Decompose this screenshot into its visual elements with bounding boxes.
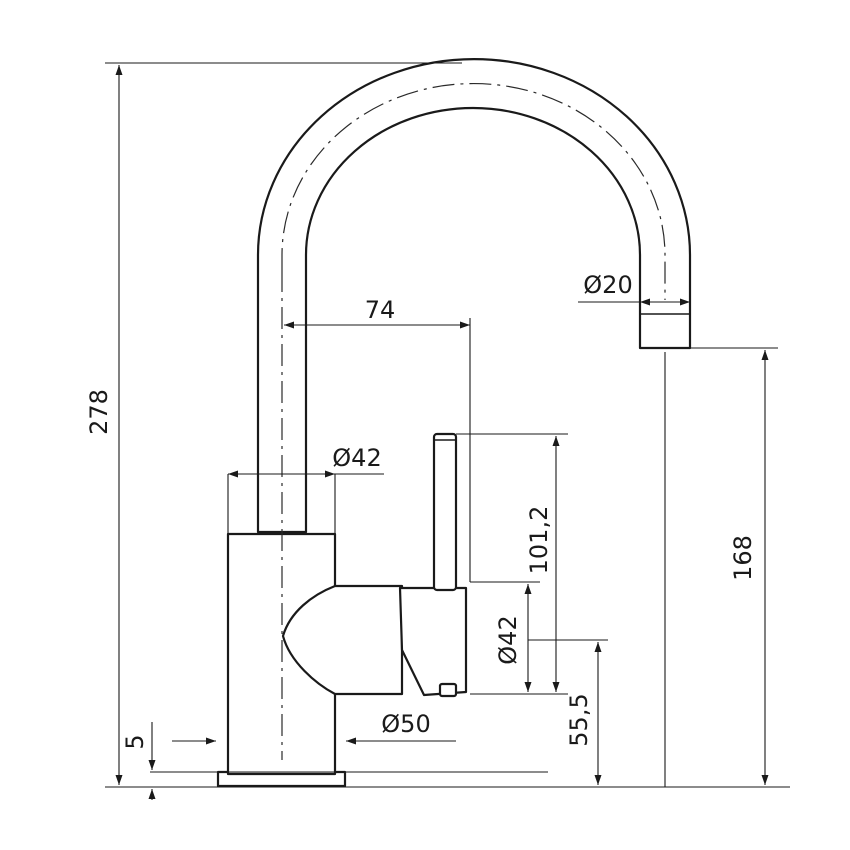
- dim-base-thickness: 5: [121, 734, 149, 749]
- spout-center-line: [281, 83, 666, 300]
- dim-body-diameter: Ø42: [332, 444, 381, 472]
- dim-lever-height: 101,2: [525, 506, 553, 575]
- dim-spout-diameter: Ø20: [583, 271, 632, 299]
- dim-lever-hub-diameter: Ø42: [494, 615, 522, 664]
- center-lines: [281, 83, 666, 760]
- mixer-hub: [281, 584, 404, 696]
- dim-base-diameter: Ø50: [381, 710, 430, 738]
- lever-knob: [438, 682, 458, 698]
- dimension-labels: 278 74 Ø20 Ø42 168 101,2 Ø42 55,5 Ø50 5: [85, 271, 757, 750]
- dim-spout-outlet-height: 168: [729, 535, 757, 581]
- dimension-lines: [115, 65, 769, 800]
- spout-tube: [256, 57, 692, 534]
- dim-reach: 74: [365, 296, 396, 324]
- dim-lever-axis-height: 55,5: [565, 693, 593, 746]
- extension-lines: [105, 62, 790, 788]
- dim-overall-height: 278: [85, 389, 113, 435]
- lever-handle: [432, 432, 458, 592]
- mixer-cap: [398, 586, 468, 697]
- faucet-outline: [216, 57, 692, 788]
